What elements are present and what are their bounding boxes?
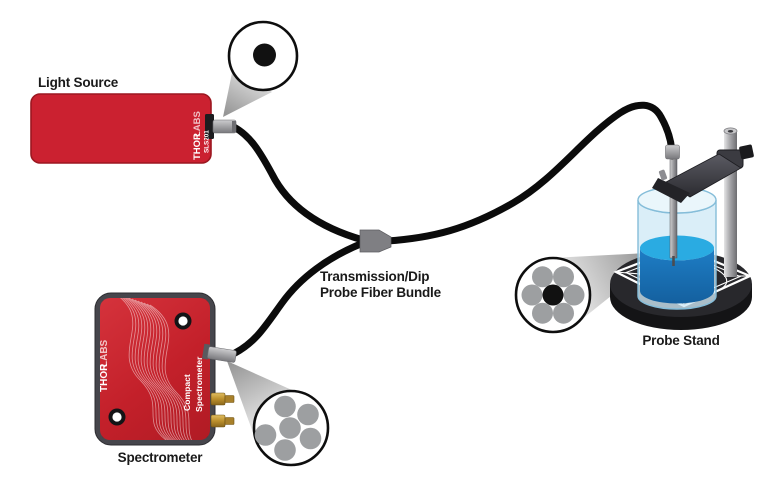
fiber-strand	[279, 417, 301, 439]
light-source-connector-plate	[205, 114, 214, 139]
probe-stand-label: Probe Stand	[642, 333, 719, 348]
probe-rod	[669, 151, 678, 259]
clamp-knob	[739, 144, 754, 160]
spectrometer-ferrule-group	[202, 343, 237, 363]
mounting-holes	[108, 312, 192, 426]
fiber-strand	[521, 284, 543, 306]
fiber-strand	[563, 284, 585, 306]
cable-common-leg	[383, 101, 676, 245]
fiber-strand	[274, 395, 296, 418]
fiber-bundle-label-line2: Probe Fiber Bundle	[320, 285, 442, 300]
probe-stand-group	[610, 127, 754, 330]
clamp-assembly	[652, 144, 754, 203]
diagram-labels: Light Source Spectrometer Probe Stand Tr…	[38, 75, 720, 465]
light-source-label: Light Source	[38, 75, 119, 90]
light-source-ferrule-ring	[232, 121, 236, 132]
fiber-strand	[553, 266, 574, 288]
fiber-strand	[297, 403, 319, 426]
probe-holder	[652, 178, 690, 203]
fiber-strand	[532, 266, 553, 288]
probe-ferrule	[665, 144, 680, 160]
bundle-junction-connector	[359, 229, 392, 253]
sma-connectors	[210, 392, 235, 428]
sma-connector-icon	[210, 414, 226, 428]
light-source-body	[30, 93, 212, 164]
fiber-strand	[553, 302, 574, 324]
fiber-callout-probe-end	[514, 256, 592, 334]
spectrometer-brand-light: LABS	[99, 339, 110, 367]
light-source-model: SLS201	[204, 130, 211, 153]
mounting-hole-icon	[112, 412, 122, 422]
sma-connector-icon	[224, 417, 235, 425]
spectrometer-brand-bold: THOR	[99, 363, 110, 392]
fiber-core-icon	[253, 43, 276, 67]
fiber-strand-group	[521, 266, 585, 324]
light-source-device: THOR LABS SLS201	[30, 93, 214, 164]
fiber-strand	[532, 302, 553, 324]
fiber-strand	[274, 439, 296, 461]
liquid-body	[640, 248, 714, 304]
sma-connector-icon	[210, 392, 226, 406]
mounting-hole-icon	[178, 316, 188, 326]
post-cap-hole	[727, 130, 734, 133]
spectrometer-label: Spectrometer	[118, 450, 204, 465]
spectrometer-product-line1: Compact	[182, 374, 192, 411]
cable-ferrules	[202, 119, 680, 363]
spectrometer-ferrule	[207, 346, 237, 363]
clamp-arm	[665, 153, 742, 198]
light-source-brand-bold: THOR	[192, 133, 203, 160]
cable-spectrometer-leg	[231, 239, 367, 357]
fiber-strand	[299, 427, 322, 450]
callout-beam-light-source	[223, 68, 272, 117]
fiber-callout-spectrometer-end	[252, 389, 330, 467]
grid-diagonals	[615, 246, 750, 307]
spectrometer-device: THOR LABS Compact Spectrometer	[94, 292, 235, 446]
dip-probe	[669, 151, 678, 266]
light-source-brand-light: LABS	[192, 111, 203, 137]
spectrometer-product-line2: Spectrometer	[194, 356, 204, 412]
fiber-strand	[254, 424, 277, 446]
fiber-bundle-label-line1: Transmission/Dip	[320, 269, 429, 284]
holder-thumbscrew	[658, 169, 668, 181]
fiber-strand-group	[254, 395, 322, 461]
fiber-callout-light-source-end	[227, 20, 299, 92]
fiber-cables	[230, 101, 676, 357]
probe-tip	[672, 256, 675, 266]
spectrum-wave-pattern	[113, 298, 203, 440]
cable-light-source-leg	[230, 123, 367, 244]
fiber-core-icon	[542, 284, 564, 306]
sma-connector-icon	[224, 395, 235, 403]
